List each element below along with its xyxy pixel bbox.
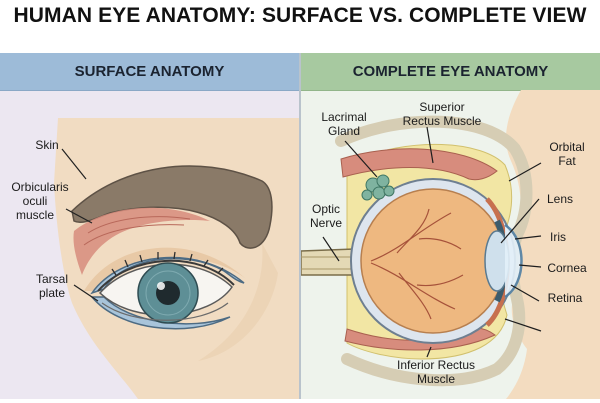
complete-anatomy-header: COMPLETE EYE ANATOMY bbox=[301, 53, 600, 91]
lacrimal-gland bbox=[361, 174, 395, 201]
label-orbicularis-line2: oculi bbox=[22, 194, 48, 208]
surface-anatomy-panel: SURFACE ANATOMY Skin Orbicularis oculi bbox=[0, 53, 299, 399]
superior-rectus-muscle bbox=[340, 148, 498, 181]
complete-eye-illustration bbox=[301, 90, 600, 399]
label-inferior-line1: Inferior Rectus bbox=[396, 358, 476, 372]
label-inferior-line2: Muscle bbox=[416, 372, 455, 386]
label-lacrimal-line1: Lacrimal bbox=[321, 110, 367, 124]
label-tarsal-line2: plate bbox=[38, 286, 66, 300]
label-cornea: Cornea bbox=[547, 261, 587, 275]
label-superior-line2: Rectus Muscle bbox=[402, 114, 482, 128]
face-profile bbox=[506, 90, 600, 399]
eyebrow bbox=[71, 165, 273, 249]
label-orbital-line2: Fat bbox=[558, 154, 576, 168]
panel-divider bbox=[299, 53, 301, 399]
label-superior-line1: Superior bbox=[419, 100, 465, 114]
label-orbicularis-line3: muscle bbox=[15, 208, 54, 222]
inferior-rectus-muscle bbox=[344, 327, 496, 351]
tarsal-plate-upper bbox=[90, 256, 245, 295]
complete-anatomy-panel: COMPLETE EYE ANATOMY bbox=[301, 53, 600, 399]
label-orbicularis-line1: Orbicularis bbox=[11, 180, 69, 194]
label-retina: Retina bbox=[547, 291, 583, 305]
label-orbital-line1: Orbital bbox=[549, 140, 585, 154]
label-iris: Iris bbox=[550, 230, 566, 244]
page-title: HUMAN EYE ANATOMY: SURFACE VS. COMPLETE … bbox=[13, 4, 587, 27]
label-optic-line2: Nerve bbox=[309, 216, 342, 230]
label-lens: Lens bbox=[546, 192, 574, 206]
label-skin: Skin bbox=[35, 138, 59, 152]
surface-eye-illustration bbox=[54, 118, 299, 399]
surface-anatomy-header: SURFACE ANATOMY bbox=[0, 53, 299, 91]
label-optic-line1: Optic bbox=[311, 202, 340, 216]
label-tarsal-line1: Tarsal bbox=[35, 272, 68, 286]
orbicularis-oculi-muscle bbox=[73, 207, 211, 275]
label-lacrimal-line2: Gland bbox=[327, 124, 361, 138]
cornea bbox=[504, 223, 523, 299]
vitreous bbox=[360, 188, 506, 334]
